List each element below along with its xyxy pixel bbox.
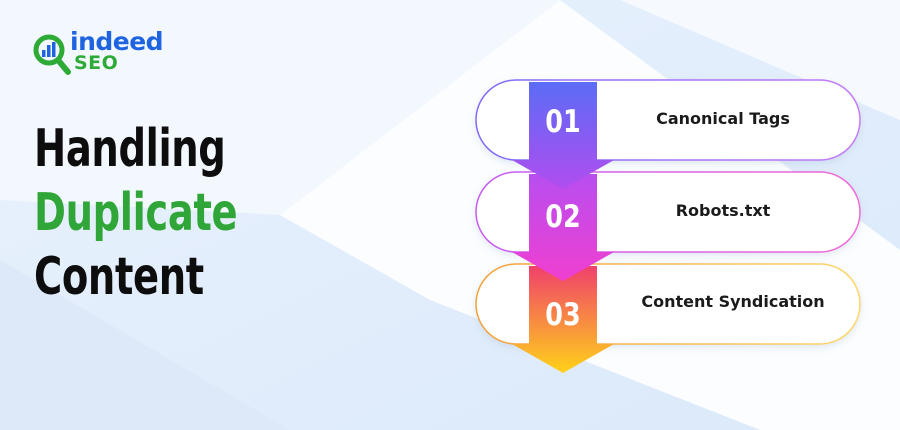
step-number-2: 02 [545,199,581,235]
step-arrow-1 [512,82,614,189]
page-title: Handling Duplicate Content [34,117,309,309]
step-label-2: Robots.txt [675,201,771,220]
step-number-1: 01 [545,104,581,140]
step-label-3: Content Syndication [641,292,825,311]
step-number-3: 03 [545,297,581,333]
logo-brand-text: indeed [70,27,164,56]
indeed-seo-logo[interactable]: indeed SEO [32,27,182,79]
magnifier-chart-icon [33,34,71,75]
logo-seo-text: SEO [74,52,119,74]
title-line-1: Handling [34,119,226,179]
title-line-2: Duplicate [34,183,238,243]
title-line-3: Content [34,247,204,307]
step-arrow-2 [512,174,614,281]
step-arrow-3 [512,266,614,373]
step-label-1: Canonical Tags [656,109,790,128]
